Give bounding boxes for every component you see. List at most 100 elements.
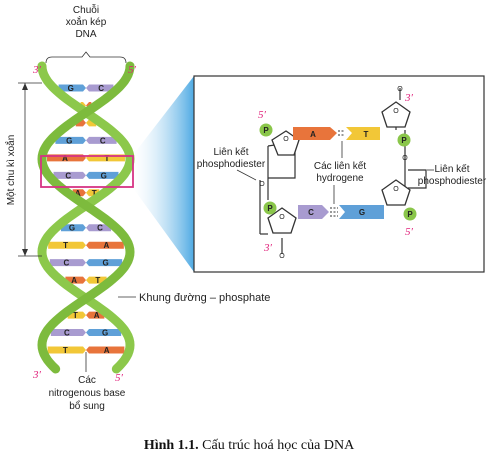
label-helix-1: Chuỗi bbox=[73, 3, 99, 16]
base-c bbox=[50, 329, 86, 337]
prime-top-right: 5′ bbox=[128, 64, 137, 76]
base-letter: C bbox=[64, 259, 70, 268]
oxygen-1: O bbox=[283, 136, 289, 143]
base-letter: C bbox=[98, 84, 104, 93]
zoom-beam bbox=[133, 76, 194, 272]
turn-arrow-top bbox=[22, 83, 28, 90]
sugar-bottom-right bbox=[381, 179, 411, 206]
inset-base-g-label: G bbox=[359, 208, 365, 217]
base-letter: G bbox=[69, 224, 75, 233]
label-phosphodiester-left-1: Liên kết bbox=[213, 146, 248, 158]
base-g bbox=[60, 224, 86, 232]
base-c bbox=[86, 84, 114, 92]
label-hydrogen-1: Các liên kết bbox=[314, 160, 366, 172]
phosphate-top-left bbox=[259, 123, 273, 137]
base-letter: A bbox=[104, 346, 110, 355]
inset-base-a-label: A bbox=[310, 130, 316, 139]
base-letter: T bbox=[63, 241, 68, 250]
prime-top-left: 3′ bbox=[32, 64, 42, 76]
base-a bbox=[86, 346, 125, 354]
oxygen-3: O bbox=[393, 108, 399, 115]
inset-base-c bbox=[298, 205, 329, 219]
label-phosphodiester-right-1: Liên kết bbox=[434, 163, 469, 175]
label-helical-turn: Một chu kì xoắn bbox=[4, 135, 17, 206]
base-letter: A bbox=[62, 154, 68, 163]
label-helix-2: xoắn kép bbox=[66, 15, 107, 28]
oxygen-7: O bbox=[259, 181, 265, 188]
backbone-strand-1 bbox=[37, 61, 135, 374]
base-letter: A bbox=[71, 276, 77, 285]
base-letter: C bbox=[64, 329, 70, 338]
base-c bbox=[86, 224, 112, 232]
figure-caption: Hình 1.1. Cấu trúc hoá học của DNA bbox=[0, 438, 498, 454]
inset-base-g bbox=[339, 205, 384, 219]
oxygen-5: O bbox=[397, 86, 403, 93]
oxygen-4: O bbox=[393, 186, 399, 193]
phosphate-top-right bbox=[397, 133, 411, 147]
label-sugar-phosphate: Khung đường – phosphate bbox=[139, 292, 270, 304]
oxygen-6: O bbox=[279, 253, 285, 260]
base-letter: G bbox=[102, 259, 108, 268]
oxygen-2: O bbox=[279, 214, 285, 221]
base-letter: A bbox=[75, 189, 81, 198]
base-c bbox=[53, 171, 86, 179]
backbone-strand-2 bbox=[37, 61, 135, 374]
caption-text: Cấu trúc hoá học của DNA bbox=[202, 438, 355, 453]
inset-base-a bbox=[293, 127, 337, 140]
base-g bbox=[86, 171, 119, 179]
prime-bottom-left: 3′ bbox=[32, 369, 42, 381]
base-letter: C bbox=[65, 171, 71, 180]
base-letter: A bbox=[104, 241, 110, 250]
oxygen-8: O bbox=[402, 155, 408, 162]
inset-prime-3-left: 3′ bbox=[263, 242, 273, 254]
base-letter: A bbox=[94, 311, 100, 320]
base-g bbox=[86, 259, 123, 267]
base-letter: C bbox=[100, 136, 106, 145]
base-letter: T bbox=[73, 311, 78, 320]
phosphate-label-3: P bbox=[401, 136, 407, 145]
base-a bbox=[86, 241, 124, 249]
phosphate-mid-left bbox=[263, 201, 277, 215]
turn-arrow-bottom bbox=[22, 249, 28, 256]
label-phosphodiester-left-2: phosphodiester bbox=[197, 159, 266, 170]
inset-prime-5-left: 5′ bbox=[258, 109, 267, 121]
inset-base-c-label: C bbox=[308, 208, 314, 217]
prime-bottom-right: 5′ bbox=[115, 372, 124, 384]
base-letter: C bbox=[97, 224, 103, 233]
base-t bbox=[48, 241, 86, 249]
highlight-box bbox=[40, 155, 134, 188]
sugar-top-left bbox=[271, 130, 300, 156]
sugar-top-right bbox=[381, 101, 411, 128]
inset-prime-3-right: 3′ bbox=[404, 92, 414, 104]
base-g bbox=[55, 136, 86, 144]
caption-number: Hình 1.1. bbox=[143, 438, 199, 453]
base-letter: G bbox=[101, 171, 107, 180]
base-letter: T bbox=[92, 189, 97, 198]
sugar-bottom-left bbox=[267, 207, 297, 234]
base-t bbox=[47, 346, 86, 354]
base-letter: T bbox=[63, 346, 68, 355]
top-bracket bbox=[45, 51, 127, 64]
inset-base-t-label: T bbox=[364, 130, 369, 139]
pointer-phosphodiester-left bbox=[236, 169, 257, 181]
label-bases-3: bổ sung bbox=[69, 400, 105, 412]
inset-prime-5-right: 5′ bbox=[405, 226, 414, 238]
base-c bbox=[49, 259, 86, 267]
phosphate-bottom-right bbox=[403, 207, 417, 221]
base-letter: G bbox=[68, 84, 74, 93]
base-letter: T bbox=[95, 276, 100, 285]
base-letter: T bbox=[105, 154, 110, 163]
base-g bbox=[86, 329, 122, 337]
phosphate-label-2: P bbox=[267, 204, 273, 213]
inset-base-t bbox=[346, 127, 380, 140]
phosphate-label-4: P bbox=[407, 210, 413, 219]
